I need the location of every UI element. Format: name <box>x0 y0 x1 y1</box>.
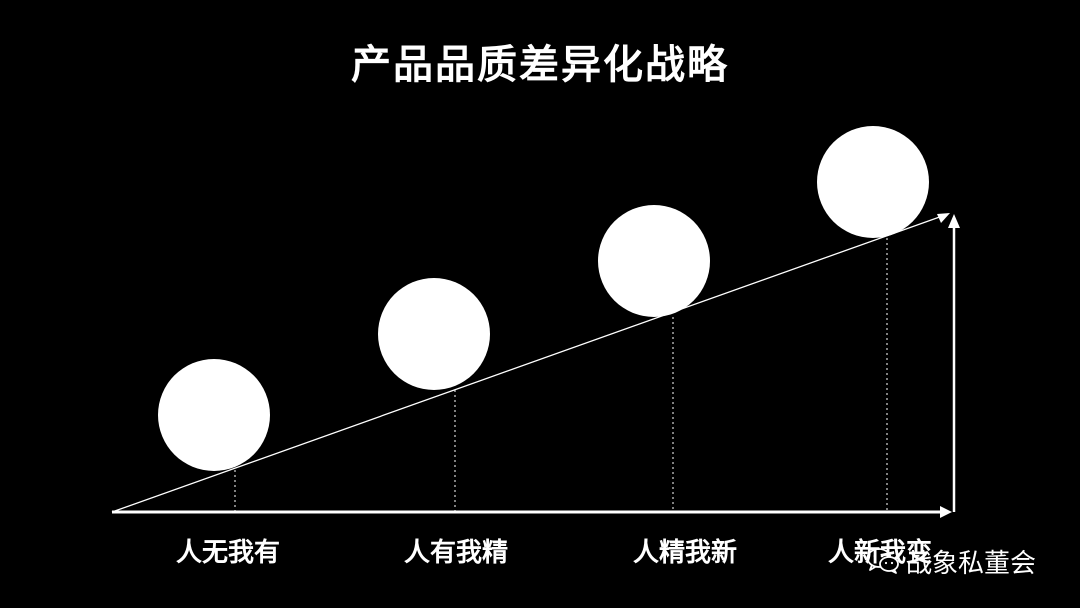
stage-1-label: 人无我有 <box>175 538 280 568</box>
watermark-text: 战象私董会 <box>906 548 1037 579</box>
y-axis-arrowhead <box>948 214 960 228</box>
stage-2-ball <box>378 278 490 390</box>
wechat-icon <box>866 548 899 574</box>
stage-3-label: 人精我新 <box>632 538 737 568</box>
growth-line <box>111 213 949 513</box>
growth-line-arrowhead <box>937 213 950 223</box>
page-title: 产品品质差异化战略 <box>351 42 729 88</box>
watermark: 战象私董会 <box>866 545 1037 579</box>
x-axis-arrowhead <box>940 506 952 518</box>
stage-1-ball <box>158 359 270 471</box>
stage-2-label: 人有我精 <box>403 538 508 568</box>
stage-4-ball <box>817 126 929 238</box>
stage-3-ball <box>598 205 710 317</box>
